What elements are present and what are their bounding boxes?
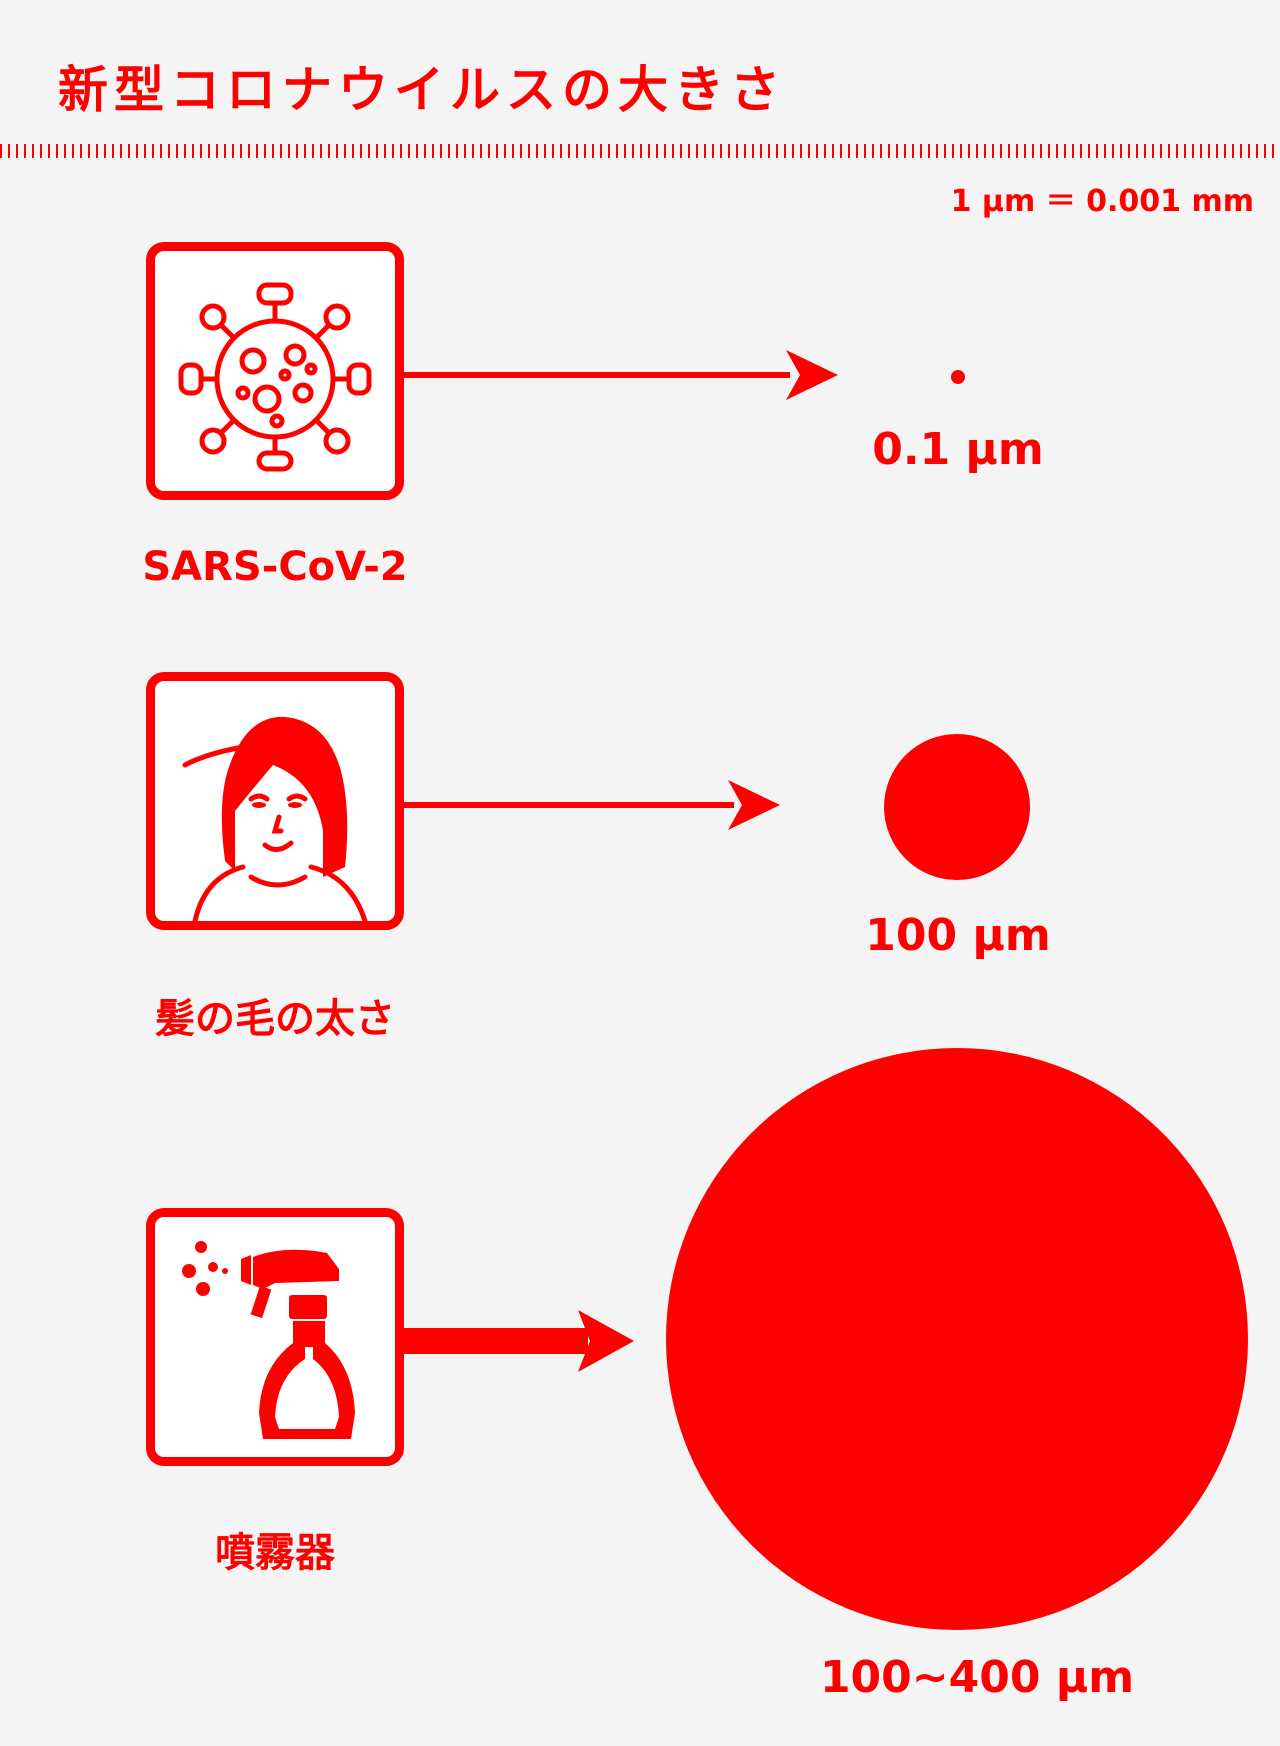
arrow-shaft-1 bbox=[398, 372, 790, 378]
arrow-head-1 bbox=[786, 350, 838, 400]
arrow-head-3 bbox=[578, 1310, 634, 1372]
hair-icon-box bbox=[146, 672, 404, 930]
virus-icon-box bbox=[146, 242, 404, 500]
size-label-hair: 100 µm bbox=[865, 910, 1051, 961]
spray-bottle-icon bbox=[182, 1241, 355, 1439]
arrow-head-2 bbox=[728, 780, 780, 830]
item-label-virus: SARS-CoV-2 bbox=[142, 544, 408, 590]
size-label-sprayer: 100~400 µm bbox=[819, 1652, 1135, 1703]
item-label-sprayer: 噴霧器 bbox=[215, 1530, 335, 1576]
size-dot-virus bbox=[951, 370, 965, 384]
ruler-divider bbox=[0, 144, 1280, 158]
size-dot-sprayer bbox=[666, 1048, 1248, 1630]
arrow-shaft-2 bbox=[398, 802, 734, 808]
arrow-shaft-3 bbox=[398, 1328, 588, 1354]
size-dot-hair bbox=[884, 734, 1030, 880]
size-label-virus: 0.1 µm bbox=[872, 424, 1044, 475]
item-label-hair: 髪の毛の太さ bbox=[155, 996, 395, 1042]
sprayer-icon-box bbox=[146, 1208, 404, 1466]
page-title: 新型コロナウイルスの大きさ bbox=[58, 61, 786, 119]
scale-note: 1 µm ＝ 0.001 mm bbox=[950, 184, 1254, 219]
virus-icon bbox=[178, 282, 372, 472]
woman-face-icon bbox=[182, 716, 368, 921]
